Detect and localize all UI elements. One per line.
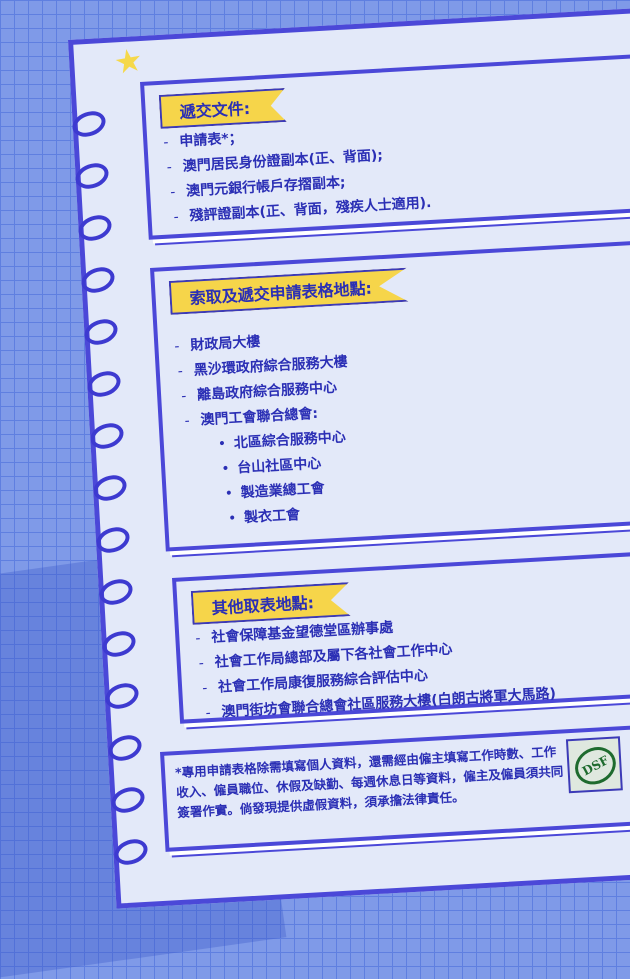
- bullet: -: [184, 413, 191, 430]
- bullet: -: [169, 184, 176, 201]
- list-item-text: 財政局大樓: [189, 333, 261, 354]
- other-location-list: -社會保障基金望德堂區辦事處-社會工作局總部及屬下各社會工作中心-社會工作局康復…: [195, 607, 557, 727]
- list-item-text: 離島政府綜合服務中心: [196, 379, 338, 404]
- bullet: -: [201, 680, 208, 697]
- section-title: 索取及遞交申請表格地點:: [169, 268, 409, 315]
- other-locations-panel: 其他取表地點: -社會保障基金望德堂區辦事處-社會工作局總部及屬下各社會工作中心…: [172, 550, 630, 724]
- list-item-text: 黑沙環政府綜合服務大樓: [193, 354, 349, 379]
- note-text: *專用申請表格除需填寫個人資料，還需經由僱主填寫工作時數、工作收入、僱員職位、休…: [174, 743, 564, 821]
- list-item-text: 澳門元銀行帳戶存摺副本;: [185, 174, 346, 200]
- dsf-logo: DSF: [565, 736, 623, 794]
- list-item-text: 申請表*；: [178, 130, 244, 150]
- list-item-text: 製造業總工會: [240, 480, 326, 502]
- list-item-text: 台山社區中心: [236, 455, 322, 477]
- bullet: •: [227, 510, 237, 528]
- bullet: -: [173, 338, 180, 355]
- dsf-logo-mark: DSF: [568, 739, 623, 792]
- bullet: •: [224, 485, 234, 503]
- bullet: -: [166, 159, 173, 176]
- list-item-text: 北區綜合服務中心: [233, 429, 347, 452]
- bullet: -: [205, 705, 212, 722]
- bullet: -: [177, 363, 184, 380]
- location-list: -財政局大樓-黑沙環政府綜合服務大樓-離島政府綜合服務中心-澳門工會聯合總會:•…: [174, 325, 357, 534]
- list-item-text: 澳門工會聯合總會:: [200, 405, 319, 429]
- bullet: -: [173, 209, 180, 226]
- bullet: •: [220, 460, 231, 478]
- document-list: -申請表*；-澳門居民身份證副本(正、背面);-澳門元銀行帳戶存摺副本;-殘評證…: [163, 116, 432, 231]
- section-title: 遞交文件:: [159, 88, 287, 129]
- form-locations-panel: 索取及遞交申請表格地點: -財政局大樓-黑沙環政府綜合服務大樓-離島政府綜合服務…: [150, 239, 630, 552]
- bullet: -: [180, 388, 187, 405]
- bullet: -: [194, 630, 201, 647]
- bullet: -: [198, 655, 205, 672]
- submit-documents-panel: 遞交文件: -申請表*；-澳門居民身份證副本(正、背面);-澳門元銀行帳戶存摺副…: [140, 52, 630, 240]
- list-item-text: 製衣工會: [243, 507, 301, 527]
- bullet: •: [217, 436, 227, 453]
- bullet: -: [162, 134, 169, 151]
